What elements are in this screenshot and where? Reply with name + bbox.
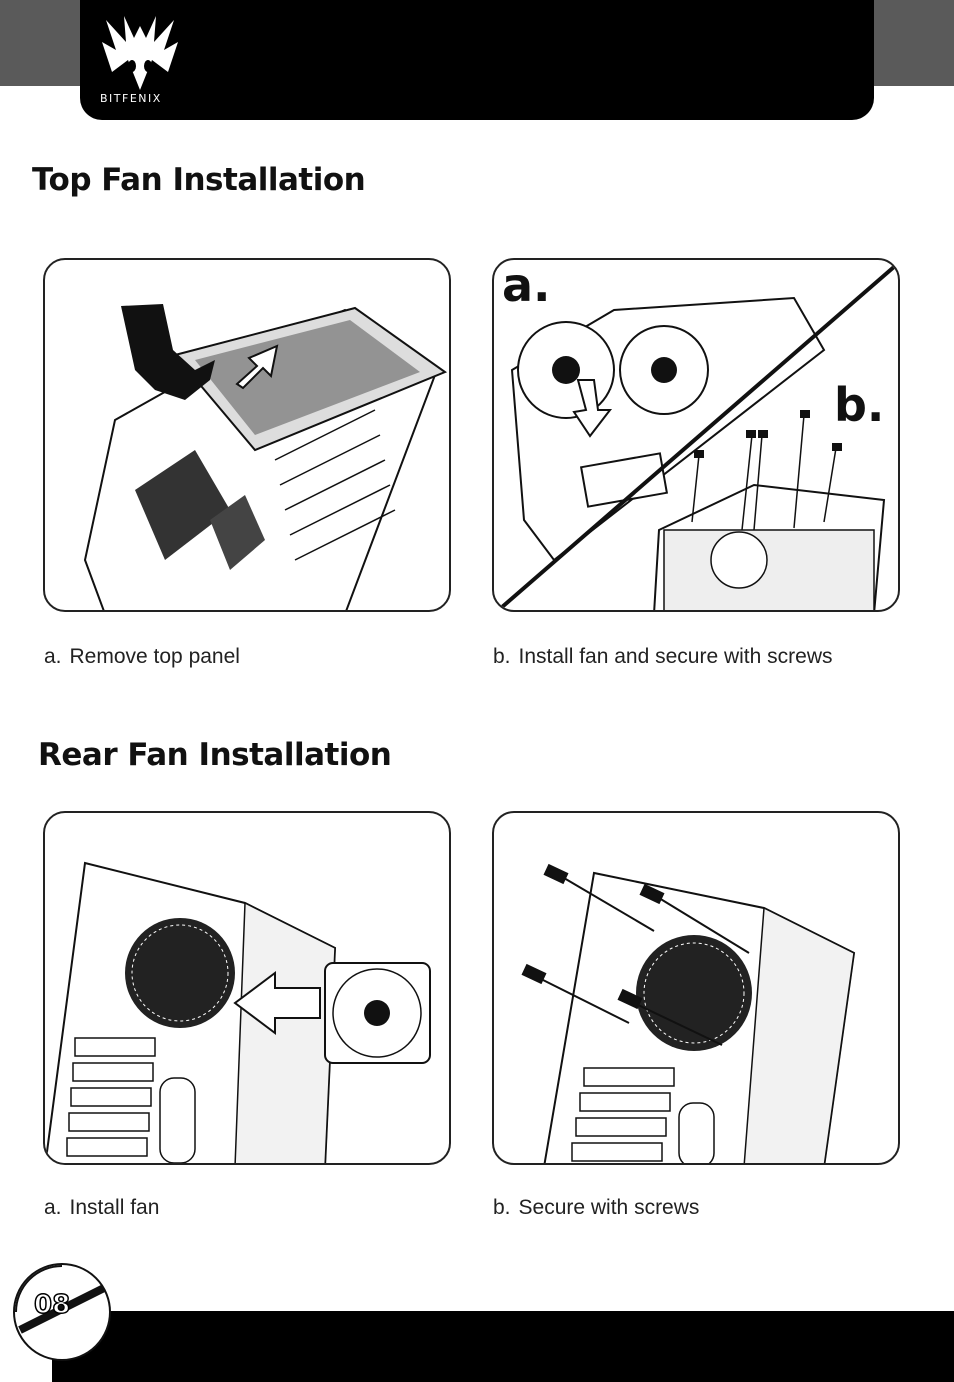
caption-letter: b. [493, 645, 511, 668]
caption-top-a: a. Remove top panel [44, 645, 240, 669]
caption-top-b: b. Install fan and secure with screws [493, 645, 833, 669]
panel-label-b: b. [834, 378, 885, 432]
section-title-top-fan: Top Fan Installation [32, 162, 366, 198]
illustration-install-top-fan: a. b. [492, 258, 900, 612]
caption-rear-b: b. Secure with screws [493, 1196, 699, 1220]
caption-letter: a. [44, 645, 62, 668]
caption-text: Install fan and secure with screws [518, 645, 833, 668]
illustration-remove-top-panel [43, 258, 451, 612]
panel-label-a: a. [502, 258, 551, 312]
brand-wordmark: BITFENIX [100, 92, 162, 105]
illustration-secure-rear-fan [492, 811, 900, 1165]
bitfenix-logo-icon [98, 12, 182, 108]
header-black-tab [80, 0, 874, 120]
footer-black-bar [52, 1311, 954, 1382]
caption-text: Remove top panel [69, 645, 240, 668]
caption-letter: b. [493, 1196, 511, 1219]
page-number: 08 [33, 1289, 71, 1321]
illustration-install-rear-fan [43, 811, 451, 1165]
caption-letter: a. [44, 1196, 62, 1219]
caption-rear-a: a. Install fan [44, 1196, 159, 1220]
page-badge-icon [10, 1260, 114, 1364]
section-title-rear-fan: Rear Fan Installation [38, 737, 392, 773]
caption-text: Install fan [69, 1196, 160, 1219]
caption-text: Secure with screws [518, 1196, 700, 1219]
